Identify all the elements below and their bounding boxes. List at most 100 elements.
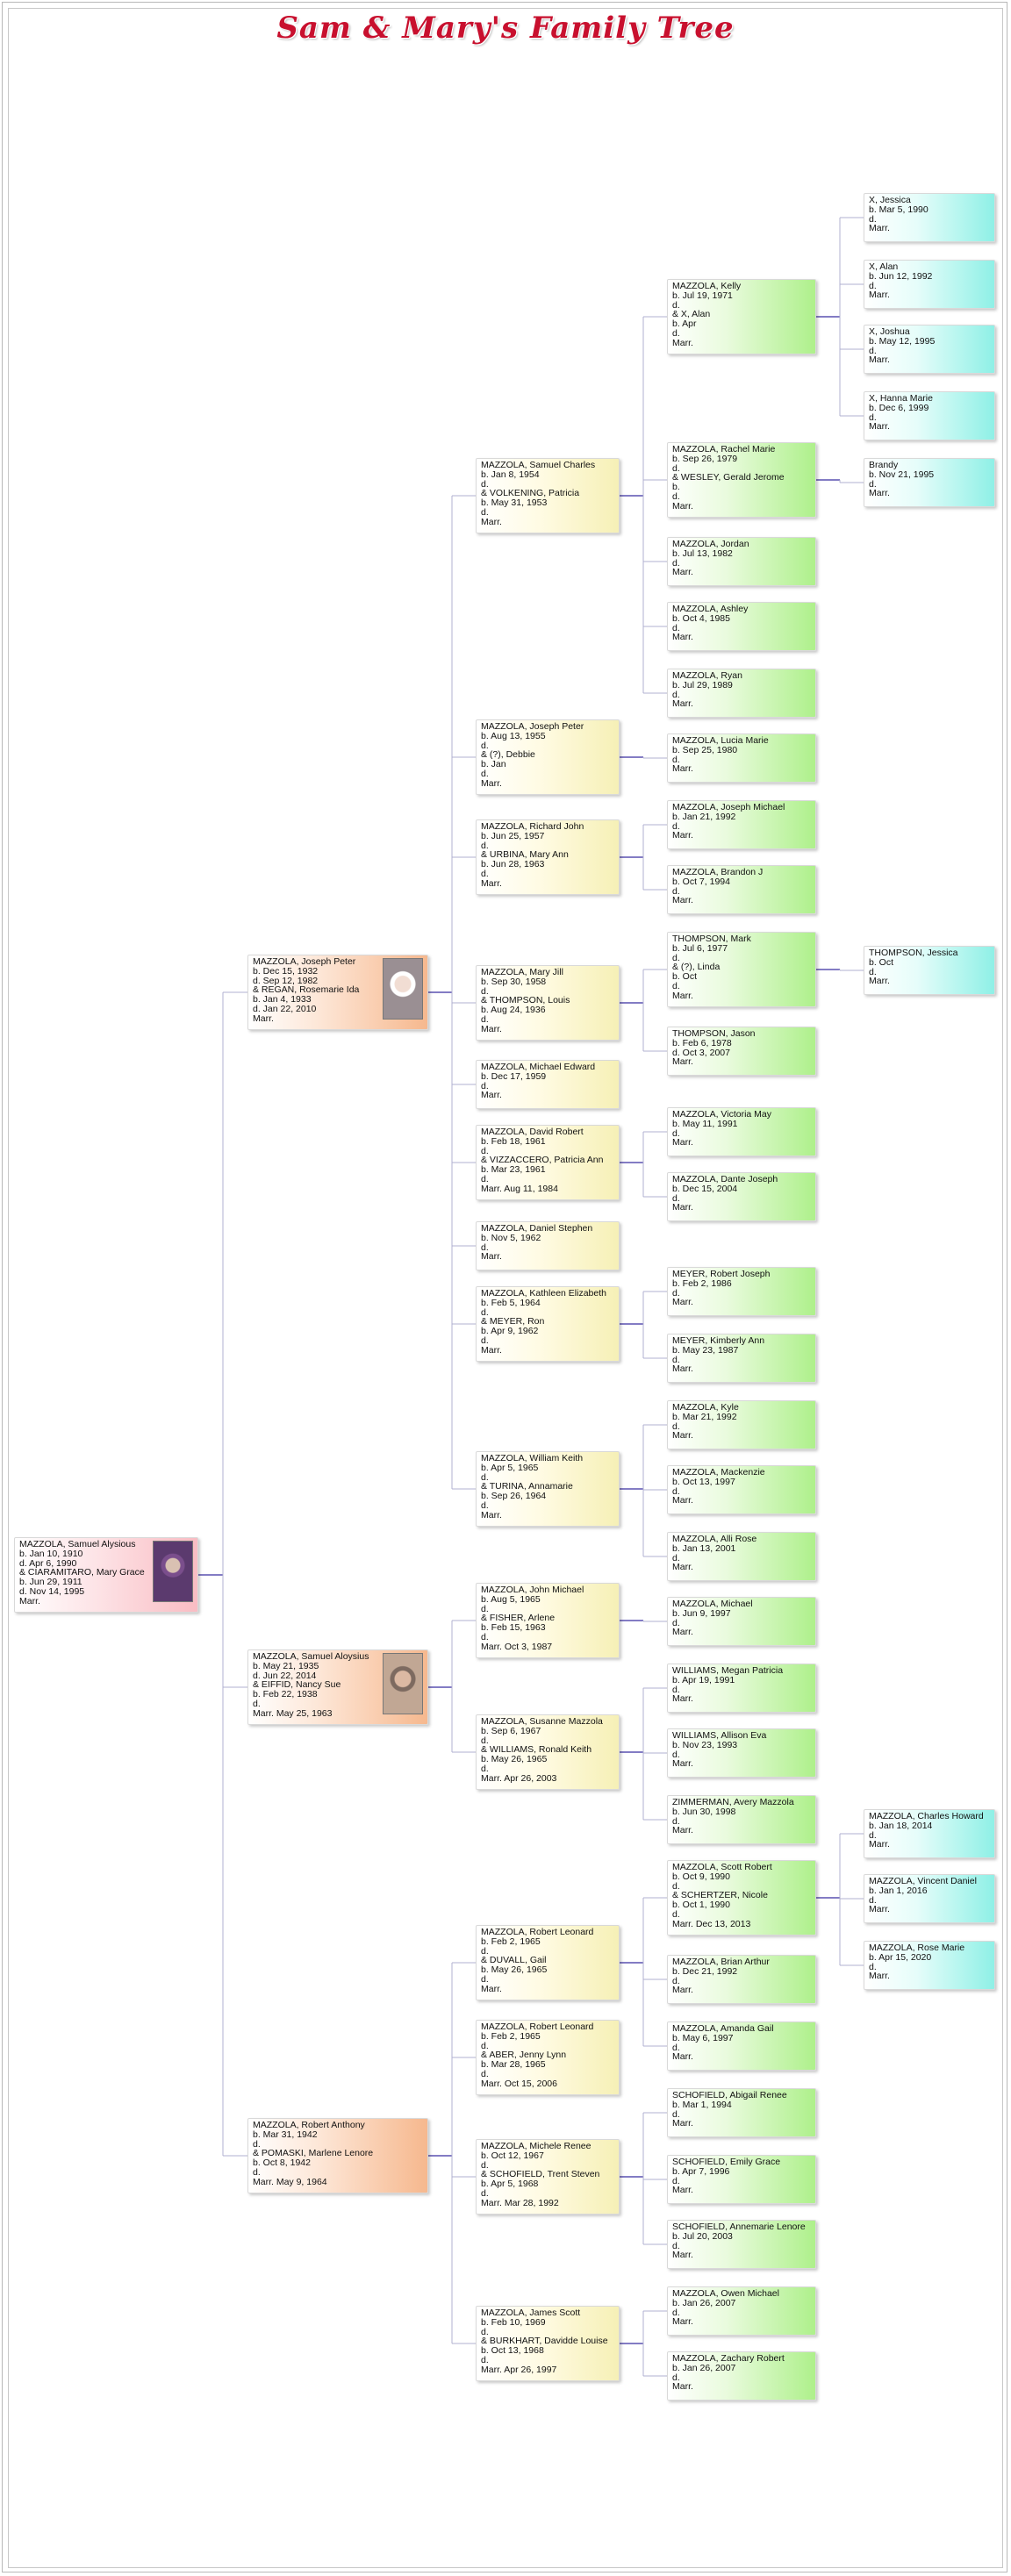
person-detail: b. (672, 483, 680, 492)
person-detail: & WILLIAMS, Ronald Keith (481, 1745, 592, 1756)
person-name: MEYER, Robert Joseph (672, 1270, 771, 1279)
person-detail: Marr. May 25, 1963 (253, 1708, 333, 1719)
person-detail: & ABER, Jenny Lynn (481, 2050, 567, 2061)
person-detail: b. Jan 1, 2016 (869, 1885, 928, 1896)
person-detail: b. Jul 19, 1971 (672, 290, 733, 301)
person-name: MAZZOLA, Vincent Daniel (869, 1877, 977, 1886)
person-detail: Marr. (672, 699, 693, 710)
person-detail: & DUVALL, Gail (481, 1956, 547, 1966)
person-name: MAZZOLA, David Robert (481, 1127, 584, 1137)
person-name: THOMPSON, Jason (672, 1029, 756, 1039)
person-detail: b. Mar 28, 1965 (481, 2060, 546, 2070)
person-detail: b. Jan 8, 1954 (481, 469, 540, 480)
person-detail: Marr. Apr 26, 1997 (481, 2365, 557, 2375)
person-name: MAZZOLA, Amanda Gail (672, 2024, 774, 2034)
person-detail: d. (869, 967, 877, 977)
person-detail: Marr. Oct 3, 1987 (481, 1642, 553, 1652)
person-detail: b. Feb 2, 1965 (481, 1936, 541, 1947)
person-name: MAZZOLA, Kathleen Elizabeth (481, 1289, 606, 1299)
person-detail: Marr. (672, 1986, 693, 1996)
person-detail: b. Nov 21, 1995 (869, 469, 935, 480)
person-detail: Marr. (869, 489, 890, 499)
person-detail: Marr. (481, 1510, 502, 1521)
person-detail: b. Oct (672, 972, 698, 982)
person-detail: d. (481, 507, 489, 518)
person-detail: Marr. (672, 1694, 693, 1705)
person-name: WILLIAMS, Megan Patricia (672, 1666, 784, 1676)
person-detail: d. (481, 2160, 489, 2171)
person-detail: d. (672, 623, 680, 633)
person-detail: b. Jan 13, 2001 (672, 1543, 736, 1554)
person-detail: b. Oct 7, 1994 (672, 877, 730, 887)
person-detail: b. Oct 8, 1942 (253, 2158, 311, 2168)
person-detail: Marr. (672, 1759, 693, 1770)
person-detail: d. (481, 986, 489, 997)
person-detail: & X, Alan (672, 310, 711, 320)
person-detail: d. (481, 1335, 489, 1346)
person-detail: Marr. (869, 290, 890, 301)
person-detail: b. Feb 10, 1969 (481, 2317, 546, 2328)
person-detail: d. (672, 1750, 680, 1760)
person-detail: b. Dec 21, 1992 (672, 1966, 738, 1977)
person-name: X, Joshua (869, 327, 910, 337)
person-name: MAZZOLA, Michael (672, 1599, 753, 1609)
person-detail: d. (481, 1146, 489, 1156)
person-detail: d. (672, 1553, 680, 1563)
person-detail: Marr. (481, 1252, 502, 1263)
